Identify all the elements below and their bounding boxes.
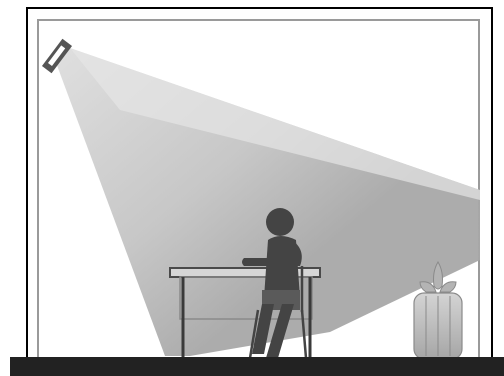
floor xyxy=(10,357,504,376)
person-head xyxy=(266,208,294,236)
